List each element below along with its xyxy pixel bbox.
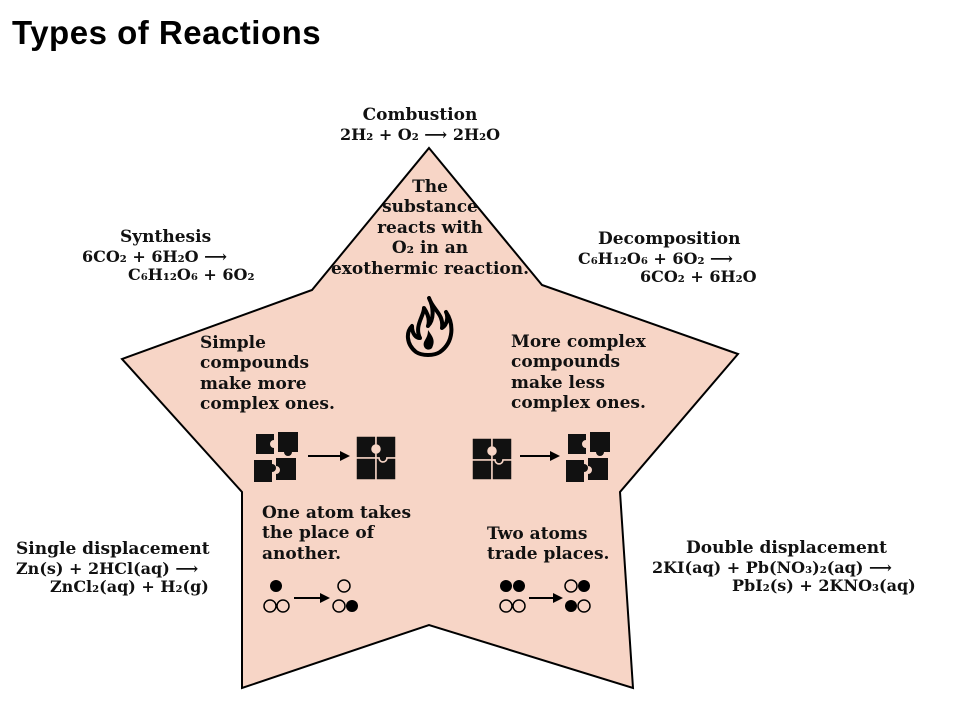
decomposition-equation-line: C₆H₁₂O₆ + 6O₂ ⟶ [578, 248, 733, 268]
combustion-desc-line: exothermic reaction. [330, 258, 530, 279]
single-displacement-desc-line: One atom takes [262, 503, 412, 523]
single-displacement-desc-line: the place of [262, 523, 375, 544]
combustion-desc-line: O₂ in an [391, 238, 469, 259]
puzzle-break-icon [471, 432, 610, 482]
single-displacement-equation-line: ZnCl₂(aq) + H₂(g) [50, 576, 209, 596]
synthesis-desc-line: make more [200, 373, 307, 394]
decomposition-desc-line: complex ones. [511, 393, 646, 414]
combustion-name: Combustion [362, 105, 478, 125]
decomposition-equation-line: 6CO₂ + 6H₂O [640, 266, 757, 286]
double-displacement-desc-line: Two atoms [487, 524, 588, 544]
puzzle-assembled-icon [471, 437, 513, 481]
single-displacement-label: Single displacement Zn(s) + 2HCl(aq) ⟶ Z… [16, 539, 236, 596]
single-displacement-equation-line: Zn(s) + 2HCl(aq) ⟶ [16, 558, 199, 578]
decomposition-label: Decomposition C₆H₁₂O₆ + 6O₂ ⟶ 6CO₂ + 6H₂… [578, 229, 778, 286]
decomposition-desc-line: compounds [511, 352, 621, 373]
double-displacement-equation-line: 2KI(aq) + Pb(NO₃)₂(aq) ⟶ [652, 557, 892, 577]
combustion-desc-line: The [412, 177, 448, 197]
page-title: Types of Reactions [12, 14, 322, 51]
atom-swap-single-icon [263, 579, 358, 613]
decomposition-name: Decomposition [598, 229, 741, 249]
synthesis-desc-line: complex ones. [200, 394, 335, 415]
synthesis-desc-line: compounds [200, 353, 310, 374]
single-displacement-desc-line: another. [262, 543, 342, 564]
decomposition-desc-line: make less [511, 372, 605, 393]
synthesis-desc-line: Simple [200, 333, 266, 353]
synthesis-name: Synthesis [120, 227, 212, 247]
puzzle-assemble-icon [254, 432, 397, 482]
double-displacement-equation-line: PbI₂(s) + 2KNO₃(aq) [732, 575, 916, 595]
combustion-desc-line: reacts with [377, 217, 483, 238]
double-displacement-description: Two atoms trade places. [487, 524, 627, 565]
synthesis-description: Simple compounds make more complex ones. [200, 333, 360, 415]
puzzle-pieces-icon [566, 432, 610, 482]
combustion-description: The substance reacts with O₂ in an exoth… [310, 177, 550, 279]
synthesis-equation-line: C₆H₁₂O₆ + 6O₂ [128, 264, 255, 284]
arrow-icon [520, 451, 560, 461]
arrow-icon [308, 451, 350, 461]
double-displacement-label: Double displacement 2KI(aq) + Pb(NO₃)₂(a… [652, 538, 952, 595]
single-displacement-name: Single displacement [16, 539, 210, 559]
single-displacement-description: One atom takes the place of another. [262, 503, 432, 564]
atom-swap-double-icon [499, 579, 591, 613]
combustion-desc-line: substance [382, 197, 478, 218]
combustion-label: Combustion 2H₂ + O₂ ⟶ 2H₂O [300, 105, 540, 144]
decomposition-description: More complex compounds make less complex… [511, 332, 681, 414]
arrow-icon [294, 593, 330, 603]
decomposition-desc-line: More complex [511, 332, 646, 352]
synthesis-label: Synthesis 6CO₂ + 6H₂O ⟶ C₆H₁₂O₆ + 6O₂ [82, 227, 282, 284]
star-shape [120, 146, 740, 690]
puzzle-assembled-icon [355, 435, 397, 481]
puzzle-pieces-icon [254, 432, 298, 482]
combustion-equation: 2H₂ + O₂ ⟶ 2H₂O [339, 124, 501, 144]
double-displacement-name: Double displacement [686, 538, 887, 558]
arrow-icon [529, 593, 563, 603]
double-displacement-desc-line: trade places. [487, 544, 610, 565]
synthesis-equation-line: 6CO₂ + 6H₂O ⟶ [82, 246, 228, 266]
flame-icon [405, 296, 454, 357]
